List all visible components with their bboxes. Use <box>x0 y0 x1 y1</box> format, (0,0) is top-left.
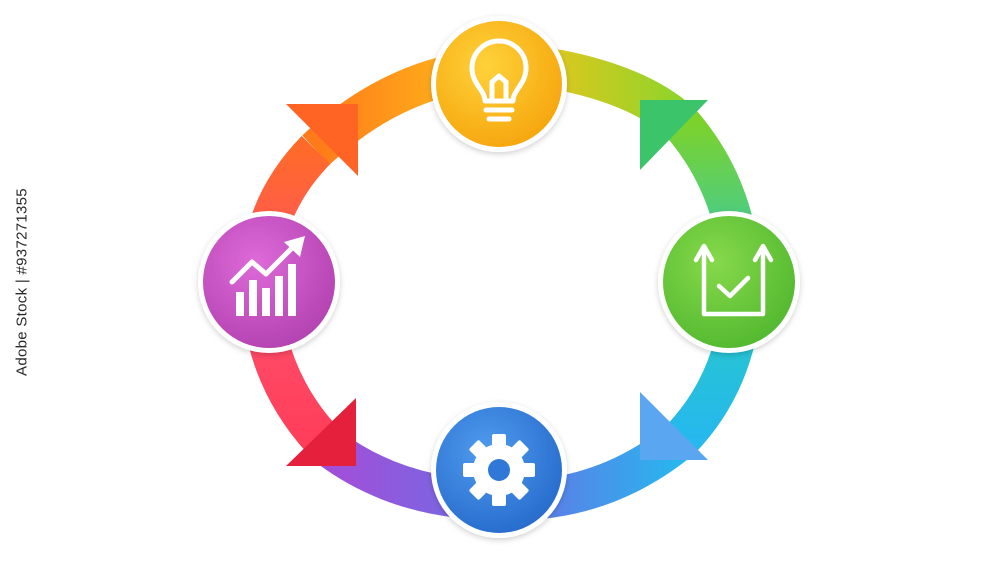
box-checkmark-icon <box>693 243 774 317</box>
growth-chart-icon <box>229 236 305 316</box>
arrow-head-top-right <box>640 100 708 170</box>
check-node <box>658 211 800 353</box>
arrow-head-top-left <box>286 104 358 176</box>
growth-node <box>198 211 340 353</box>
lightbulb-icon <box>469 38 529 122</box>
stock-id-watermark: Adobe Stock | #937271355 <box>13 188 31 376</box>
arrow-head-bottom-right <box>640 392 708 460</box>
idea-node <box>431 16 567 152</box>
arrow-head-bottom-left <box>286 398 356 466</box>
gear-icon <box>463 434 535 506</box>
cycle-arrows <box>286 100 708 466</box>
